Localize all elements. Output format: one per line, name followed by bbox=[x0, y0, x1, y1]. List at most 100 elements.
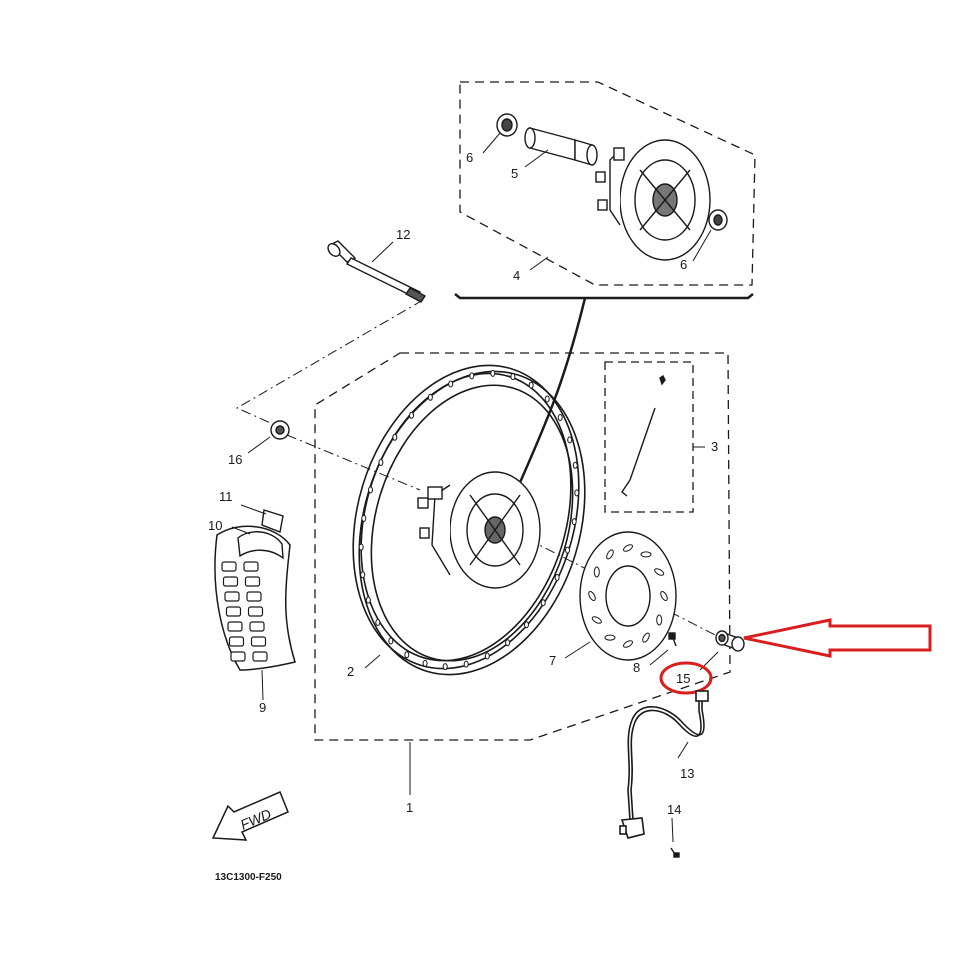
bolt-8 bbox=[668, 632, 677, 647]
callout-6b: 6 bbox=[680, 257, 687, 272]
callout-5: 5 bbox=[511, 166, 518, 181]
callout-10: 10 bbox=[208, 518, 222, 533]
disc-hole bbox=[656, 614, 663, 626]
rim-hole bbox=[463, 660, 469, 668]
rim-hole bbox=[528, 381, 534, 389]
disc-hole bbox=[604, 634, 616, 641]
tire-knob bbox=[228, 636, 245, 647]
callout-3: 3 bbox=[711, 439, 718, 454]
callout-9: 9 bbox=[259, 700, 266, 715]
disc-hole bbox=[622, 544, 634, 552]
rim-hole bbox=[540, 599, 546, 607]
callout-13: 13 bbox=[680, 766, 694, 781]
rim-hole bbox=[361, 514, 367, 522]
callout-4: 4 bbox=[513, 268, 520, 283]
hub-4 bbox=[595, 139, 711, 261]
highlight-circle bbox=[659, 661, 713, 695]
sensor-cable-13 bbox=[619, 690, 709, 839]
disc-hole bbox=[654, 568, 665, 576]
highlight-arrow bbox=[743, 618, 932, 658]
tire-knob bbox=[227, 621, 243, 632]
tire-knob bbox=[244, 576, 261, 587]
wheel-hub bbox=[417, 471, 541, 589]
rim-hole bbox=[524, 621, 529, 629]
axle-12 bbox=[327, 240, 427, 303]
rim-hole bbox=[409, 411, 414, 419]
rim-hole bbox=[565, 546, 570, 554]
brake-disc-7 bbox=[579, 531, 677, 661]
hub-leaders bbox=[482, 132, 712, 271]
bolt-14 bbox=[670, 847, 680, 858]
spoke-set-box bbox=[604, 361, 694, 513]
diagram-code: 13C1300-F250 bbox=[215, 872, 282, 883]
disc-hole bbox=[593, 566, 600, 578]
rim-spoke-holes bbox=[358, 369, 580, 671]
callout-1: 1 bbox=[406, 800, 413, 815]
tire-knob bbox=[221, 561, 237, 572]
tube-10 bbox=[237, 531, 284, 560]
disc-hole bbox=[622, 640, 634, 648]
tire-knob bbox=[246, 591, 262, 602]
rim-hole bbox=[572, 461, 578, 469]
callout-labels: 1 2 3 4 5 6 6 7 8 9 10 11 12 13 14 15 16 bbox=[208, 150, 718, 817]
fwd-arrow-icon bbox=[211, 791, 289, 841]
rim-hole bbox=[571, 518, 577, 526]
rim-hole bbox=[375, 619, 381, 626]
wheel-assembly-box bbox=[314, 352, 731, 741]
rim-hole bbox=[368, 486, 373, 494]
tire-knob bbox=[252, 651, 268, 662]
collar-5 bbox=[524, 127, 598, 166]
rim-hole bbox=[442, 663, 448, 671]
disc-hole bbox=[642, 632, 650, 643]
rim-hole bbox=[469, 372, 475, 380]
callout-6a: 6 bbox=[466, 150, 473, 165]
disc-hole bbox=[660, 590, 668, 602]
tire-knob bbox=[249, 621, 265, 632]
callout-2: 2 bbox=[347, 664, 354, 679]
rim-hole bbox=[557, 414, 563, 421]
callout-7: 7 bbox=[549, 653, 556, 668]
hub-assembly-group bbox=[459, 81, 756, 286]
rim-hole bbox=[427, 393, 433, 401]
tire-knob bbox=[243, 561, 259, 572]
rim-hole bbox=[505, 639, 511, 647]
rim-hole bbox=[358, 543, 364, 551]
rim-hole bbox=[484, 652, 490, 660]
tire-knob bbox=[247, 606, 264, 617]
rim-hole bbox=[388, 637, 394, 645]
callout-12: 12 bbox=[396, 227, 410, 242]
rim-hole bbox=[360, 571, 366, 579]
brake-disc-holes bbox=[588, 544, 668, 648]
rim-hole bbox=[574, 489, 580, 497]
disc-hole bbox=[640, 551, 652, 558]
axle-leader bbox=[371, 241, 394, 263]
tire-leaders bbox=[231, 504, 267, 701]
disc-hole bbox=[591, 616, 602, 624]
hub-assembly-box bbox=[459, 81, 756, 286]
rim-hole bbox=[567, 436, 573, 444]
bearing-6-bottom bbox=[708, 209, 728, 231]
rim-hole bbox=[510, 373, 516, 381]
tire-knob bbox=[224, 591, 240, 602]
rim-hole bbox=[422, 659, 428, 667]
rim-hole bbox=[490, 369, 496, 377]
tire-knob bbox=[230, 651, 246, 662]
rim-hole bbox=[378, 459, 384, 466]
rim-hole bbox=[554, 574, 560, 581]
rim-hole bbox=[404, 651, 410, 659]
callout-11: 11 bbox=[219, 489, 233, 504]
tire-knob bbox=[222, 576, 239, 587]
rim-band-11 bbox=[261, 509, 284, 533]
bearing-6-top bbox=[496, 113, 518, 137]
tire-knob bbox=[250, 636, 267, 647]
callout-15: 15 bbox=[676, 671, 690, 686]
rim-hole bbox=[365, 596, 371, 604]
callout-16: 16 bbox=[228, 452, 242, 467]
rim-hole bbox=[392, 433, 398, 441]
hub-bracket bbox=[454, 293, 754, 300]
tire-knobs bbox=[221, 561, 268, 662]
spacer-16 bbox=[270, 420, 290, 440]
rim-hole bbox=[544, 395, 550, 403]
